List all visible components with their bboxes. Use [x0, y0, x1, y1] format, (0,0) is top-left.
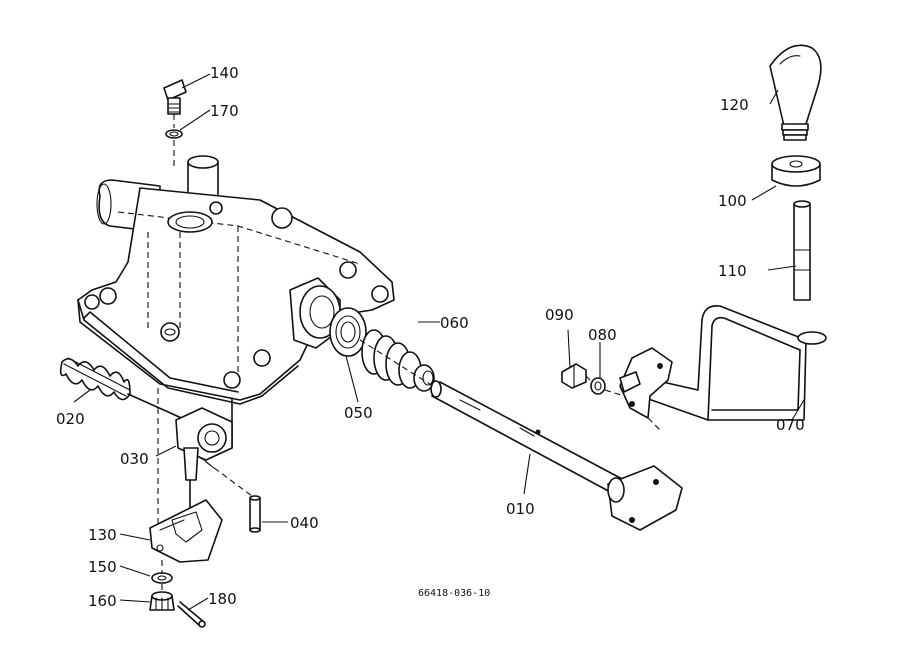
part-110-lever-rod: [793, 200, 811, 301]
label-030: 030: [120, 450, 149, 468]
part-150-washer: [151, 572, 173, 584]
drawing-number: 66418-036-10: [418, 588, 490, 599]
label-050: 050: [344, 404, 373, 422]
part-100-knob-cover: [771, 155, 821, 187]
label-100: 100: [718, 192, 747, 210]
label-110: 110: [718, 262, 747, 280]
part-140-breather-plug: [163, 79, 187, 115]
label-180: 180: [208, 590, 237, 608]
label-120: 120: [720, 96, 749, 114]
gear-case-housing: [77, 155, 395, 449]
part-090-bolt: [561, 363, 587, 389]
part-010-shift-shaft: [430, 380, 683, 531]
label-040: 040: [290, 514, 319, 532]
label-080: 080: [588, 326, 617, 344]
part-160-castle-nut: [149, 591, 175, 611]
label-020: 020: [56, 410, 85, 428]
label-090: 090: [545, 306, 574, 324]
part-050-oil-seal: [329, 307, 367, 357]
part-130-detent-plate: [149, 499, 223, 563]
part-labels: 140 170 120 100 110 060 090 080 070 050 …: [56, 64, 805, 610]
label-070: 070: [776, 416, 805, 434]
part-170-o-ring: [165, 129, 183, 139]
part-080-washer: [590, 377, 606, 395]
label-150: 150: [88, 558, 117, 576]
label-130: 130: [88, 526, 117, 544]
part-120-shift-knob: [769, 44, 822, 141]
part-060-dust-boot: [361, 329, 435, 392]
label-160: 160: [88, 592, 117, 610]
leader-lines: [73, 73, 805, 611]
label-170: 170: [210, 102, 239, 120]
part-030-shift-arm: [175, 407, 233, 521]
part-040-pin: [249, 495, 261, 533]
label-140: 140: [210, 64, 239, 82]
part-070-shift-lever: [619, 304, 827, 431]
part-180-cotter-pin: [177, 601, 206, 628]
label-010: 010: [506, 500, 535, 518]
label-060: 060: [440, 314, 469, 332]
part-020-spring: [59, 357, 187, 421]
